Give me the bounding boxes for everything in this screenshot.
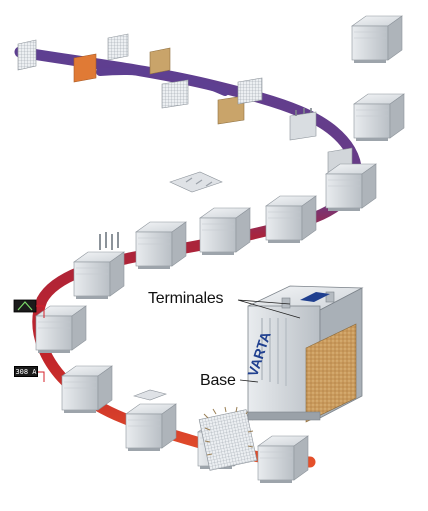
label-base: Base — [200, 372, 236, 389]
battery-unit — [325, 163, 377, 212]
label-terminals: Terminales — [148, 290, 224, 307]
battery-unit — [125, 403, 177, 452]
battery-case — [353, 93, 405, 142]
electrode-bundle — [198, 406, 258, 471]
ammeter-readout: 308 A — [14, 366, 38, 377]
grid-plate — [107, 33, 129, 61]
grid-plate — [237, 77, 263, 105]
base-leader — [239, 379, 259, 383]
battery-unit — [199, 207, 251, 256]
grid-plate-orange — [73, 53, 97, 83]
terminal-posts — [99, 232, 119, 250]
cutaway-battery — [247, 285, 364, 423]
battery-case — [351, 15, 403, 64]
battery-unit — [73, 251, 125, 300]
battery-lid — [132, 389, 168, 401]
grid-plate — [161, 79, 189, 109]
battery-unit — [265, 195, 317, 244]
grid-plate — [17, 39, 37, 71]
battery-finished — [257, 435, 309, 484]
grid-plate-tan — [217, 95, 245, 125]
plate-stack — [289, 108, 317, 141]
grid-plate-tan — [149, 47, 171, 75]
battery-lid — [169, 171, 223, 193]
terminals-leader — [237, 299, 301, 319]
production-path-branch — [96, 66, 229, 96]
battery-unit — [135, 221, 187, 270]
